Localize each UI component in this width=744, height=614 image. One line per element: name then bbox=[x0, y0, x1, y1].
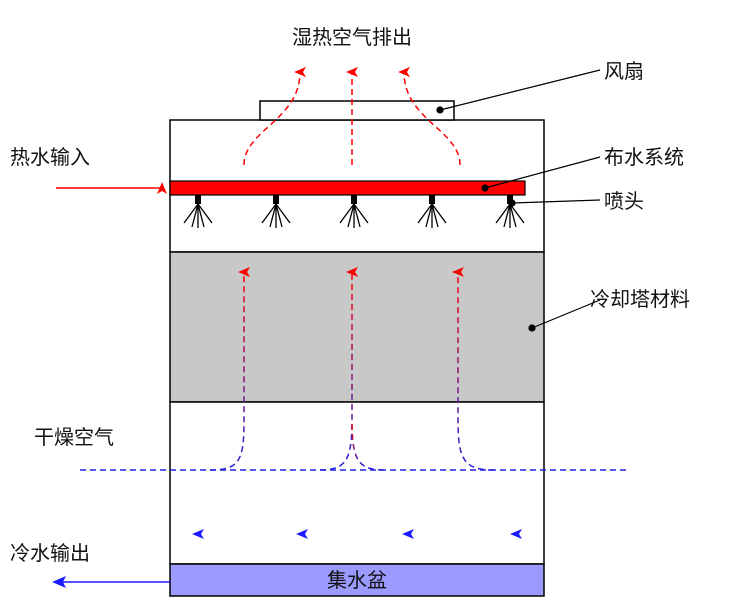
tower-lower-chamber bbox=[169, 401, 545, 565]
arrow-left-icon bbox=[52, 576, 66, 588]
fill-material-label: 冷却塔材料 bbox=[590, 287, 690, 311]
nozzle-icon bbox=[261, 195, 291, 228]
cold-water-out-label: 冷水输出 bbox=[10, 541, 90, 565]
arrow-up-icon bbox=[209, 267, 250, 471]
leader-lines bbox=[436, 69, 601, 332]
fan bbox=[259, 100, 455, 121]
humid-air-exhaust-flow bbox=[243, 66, 461, 166]
arrow-up-icon bbox=[398, 66, 461, 166]
humid-air-out-label: 湿热空气排出 bbox=[292, 25, 412, 49]
arrow-up-icon bbox=[243, 67, 307, 166]
cooling-fill-material bbox=[169, 251, 545, 403]
dry-air-label: 干燥空气 bbox=[34, 425, 114, 449]
nozzle-label: 喷头 bbox=[604, 189, 644, 213]
fan-label: 风扇 bbox=[604, 59, 644, 83]
nozzle-icon bbox=[495, 195, 525, 228]
nozzle-icon bbox=[339, 195, 369, 228]
arrow-up-icon bbox=[319, 267, 358, 471]
basin-label: 集水盆 bbox=[327, 568, 387, 592]
arrow-up-icon bbox=[452, 267, 495, 471]
collection-basin bbox=[169, 563, 545, 597]
hot-water-in-label: 热水输入 bbox=[10, 145, 90, 169]
water-falling-flow bbox=[192, 270, 522, 539]
air-rising-flow bbox=[209, 267, 495, 471]
nozzle-icon bbox=[417, 195, 447, 228]
nozzle-icon bbox=[183, 195, 213, 228]
distribution-system-label: 布水系统 bbox=[604, 145, 684, 169]
water-distribution-pipe bbox=[169, 180, 526, 196]
